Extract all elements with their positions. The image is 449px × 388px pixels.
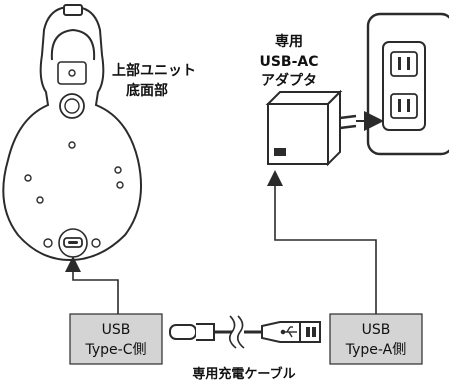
unit-screw-3 — [36, 196, 44, 204]
unit-neck-plate — [57, 61, 87, 85]
cable-caption: 専用充電ケーブル — [192, 366, 295, 382]
outlet-slot-bottom-left — [398, 99, 401, 112]
adapter-side-face — [327, 89, 341, 167]
unit-screw-2 — [116, 181, 124, 189]
usb-a-leader-line — [267, 170, 377, 314]
usb-a-label-line1: USB — [362, 322, 391, 338]
adapter-prong-2 — [339, 124, 357, 130]
usb-c-port-inner — [68, 241, 78, 244]
usb-c-label-line2: Type-C側 — [85, 342, 147, 358]
adapter-label-line3: アダプタ — [261, 72, 317, 89]
usb-c-leader-line — [65, 256, 119, 314]
unit-neck-screw — [68, 69, 76, 77]
outlet-socket-top — [390, 51, 418, 77]
usb-c-label-box — [69, 313, 163, 365]
cable-usb-a-contact-1 — [306, 327, 310, 337]
usb-ac-adapter-illustration — [265, 89, 357, 167]
unit-foot-left — [43, 238, 53, 248]
adapter-label-line1: 専用 — [275, 33, 303, 50]
cable-break-mark — [228, 315, 245, 349]
upper-unit-bottom-illustration — [2, 4, 143, 262]
unit-screw-4 — [24, 174, 32, 182]
unit-screw-5 — [114, 166, 122, 174]
cable-usb-c-neck — [196, 323, 215, 341]
outlet-slot-top-left — [398, 57, 401, 70]
adapter-label-line2: USB-AC — [259, 54, 318, 70]
outlet-slot-bottom-right — [407, 99, 410, 112]
cable-usb-a-contact-2 — [312, 327, 316, 337]
unit-screw-1 — [68, 141, 76, 149]
unit-label-line1: 上部ユニット — [112, 62, 196, 79]
adapter-prong-1 — [339, 114, 357, 120]
usb-a-label-box — [329, 313, 423, 365]
unit-body-outline — [2, 7, 143, 262]
outlet-socket-bottom — [390, 93, 418, 119]
usb-trident-icon — [280, 326, 297, 338]
unit-label-line2: 底面部 — [126, 82, 168, 99]
unit-top-arch — [50, 28, 96, 61]
adapter-usb-a-port — [274, 148, 286, 156]
usb-a-label-line2: Type-A側 — [345, 342, 406, 358]
unit-foot-right — [91, 238, 101, 248]
cable-usb-c-plug — [169, 324, 197, 340]
charging-cable-illustration — [169, 315, 321, 349]
wall-outlet-illustration — [366, 12, 449, 156]
unit-top-slot — [63, 4, 83, 16]
unit-center-hole-inner — [64, 98, 80, 114]
outlet-slot-top-right — [407, 57, 410, 70]
usb-c-label-line1: USB — [102, 322, 131, 338]
